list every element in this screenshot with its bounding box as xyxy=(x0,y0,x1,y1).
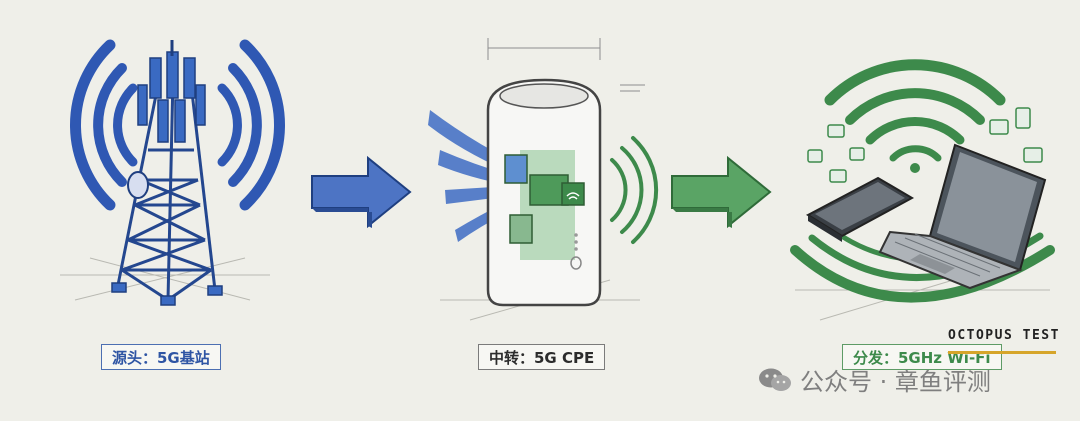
brand-tag: OCTOPUS TEST xyxy=(948,328,1060,343)
cpe-router-icon xyxy=(428,38,656,305)
relay-label: 中转：5G CPE xyxy=(478,344,605,370)
tower-signal-right xyxy=(222,45,280,205)
cell-tower-icon xyxy=(75,40,279,305)
wechat-icon xyxy=(758,367,792,393)
arrow-right-icon-2 xyxy=(672,158,770,228)
laptop-icon xyxy=(880,145,1045,288)
tower-signal-left xyxy=(75,45,133,205)
source-label: 源头：5G基站 xyxy=(101,344,221,370)
watermark-text: 公众号 · 章鱼评测 xyxy=(800,362,991,397)
watermark: 公众号 · 章鱼评测 xyxy=(758,362,991,397)
brand-underline xyxy=(948,351,1056,354)
arrow-right-icon xyxy=(312,158,410,228)
